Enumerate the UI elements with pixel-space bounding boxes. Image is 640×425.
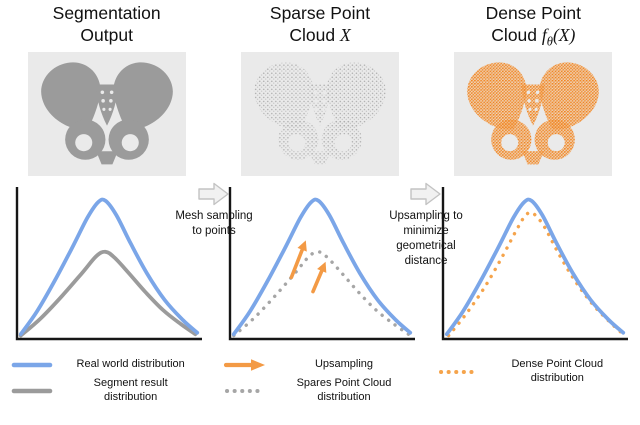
panel-sparse-point-cloud: Sparse Point Cloud X Upsampling Spares P… bbox=[213, 0, 426, 409]
distribution-chart-sparse bbox=[228, 187, 415, 341]
panel-title-line2: Output bbox=[80, 24, 133, 45]
right-block-arrow-icon bbox=[410, 182, 441, 206]
gray-line-icon bbox=[11, 388, 53, 393]
panel-title-line1: Sparse Point bbox=[269, 3, 371, 23]
legend-row: Dense Point Cloud distribution bbox=[437, 358, 634, 386]
distribution-chart-dense bbox=[442, 187, 629, 341]
legend-row: Upsampling bbox=[223, 358, 420, 372]
pelvis-segmentation-silhouette bbox=[40, 62, 173, 165]
connector-label: Mesh sampling to points bbox=[175, 210, 253, 237]
legend-label: Dense Point Cloud distribution bbox=[511, 358, 604, 384]
legend-label: Upsampling bbox=[314, 358, 374, 370]
orange-arrow-icon bbox=[224, 359, 266, 371]
panel-title-line2: Cloud X bbox=[289, 24, 351, 45]
legend-label: Spares Point Cloud distribution bbox=[296, 376, 392, 403]
pelvis-sparse-point-cloud bbox=[254, 62, 386, 165]
legend-row: Spares Point Cloud distribution bbox=[223, 377, 420, 405]
panel-title-line2: Cloud fθ(X) bbox=[491, 24, 576, 49]
panel-title-line1: Dense Point bbox=[485, 3, 581, 23]
legend: Dense Point Cloud distribution bbox=[427, 358, 640, 386]
figure-columns: Segmentation Output Real world distribut… bbox=[0, 0, 640, 409]
panel-title: Dense Point Cloud fθ(X) bbox=[427, 3, 640, 49]
legend-label: Segment result distribution bbox=[93, 376, 168, 403]
image-box bbox=[27, 52, 186, 176]
legend: Upsampling Spares Point Cloud distributi… bbox=[213, 358, 426, 404]
legend-row: Segment result distribution bbox=[10, 377, 207, 405]
pelvis-dense-point-cloud bbox=[467, 62, 600, 165]
connector-mesh-sampling: Mesh sampling to points bbox=[175, 182, 253, 239]
right-block-arrow-icon bbox=[198, 182, 229, 206]
image-box bbox=[240, 52, 399, 176]
connector-upsampling: Upsampling to minimize geometrical dista… bbox=[380, 182, 472, 269]
panel-title: Sparse Point Cloud X bbox=[213, 3, 426, 49]
panel-segmentation-output: Segmentation Output Real world distribut… bbox=[0, 0, 213, 409]
orange-dotted-line-icon bbox=[438, 369, 479, 374]
chart-axes bbox=[442, 187, 629, 341]
panel-title-line1: Segmentation bbox=[52, 3, 161, 23]
blue-line-icon bbox=[11, 362, 53, 368]
legend: Real world distribution Segment result d… bbox=[0, 358, 213, 404]
legend-label: Real world distribution bbox=[76, 358, 185, 370]
distribution-chart-segmentation bbox=[15, 187, 202, 341]
image-box bbox=[454, 52, 613, 176]
chart-axes bbox=[228, 187, 415, 341]
chart-axes bbox=[15, 187, 202, 341]
legend-row: Real world distribution bbox=[10, 358, 207, 372]
panel-dense-point-cloud: Dense Point Cloud fθ(X) Dense Point Clou… bbox=[427, 0, 640, 409]
gray-dotted-line-icon bbox=[225, 388, 266, 393]
connector-label: Upsampling to minimize geometrical dista… bbox=[389, 210, 463, 267]
panel-title: Segmentation Output bbox=[0, 3, 213, 49]
